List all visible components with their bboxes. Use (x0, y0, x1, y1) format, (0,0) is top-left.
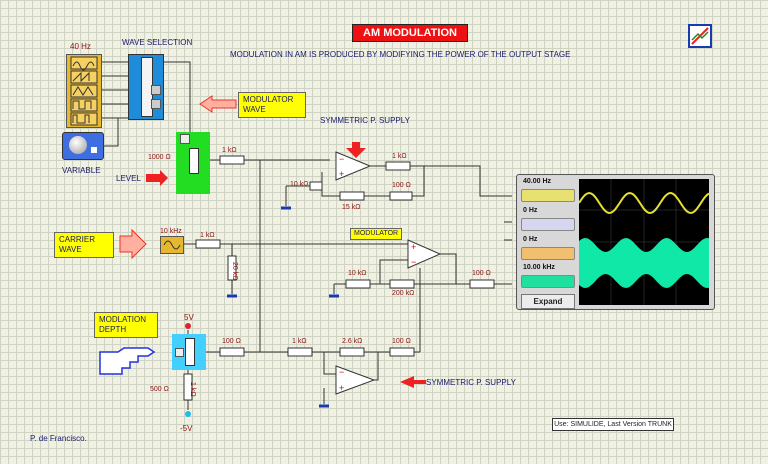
level-label: LEVEL (116, 174, 141, 183)
page-title: AM MODULATION (352, 24, 468, 42)
modulator-trace (578, 191, 710, 215)
modulation-depth-callout: MODLATION DEPTH (94, 312, 158, 338)
expand-button[interactable]: Expand (521, 294, 575, 309)
channel-3-label: 0 Hz (523, 236, 538, 243)
symmetric-supply-bottom-label: SYMMETRIC P. SUPPLY (426, 378, 516, 387)
channel-3-swatch[interactable] (521, 247, 575, 260)
carrier-freq-label: 10 kHz (160, 228, 182, 235)
freq-40hz-label: 40 Hz (70, 42, 91, 51)
oscilloscope-screen (578, 179, 710, 305)
r-amp2-fb-label: 2.6 kΩ (342, 338, 363, 345)
r-carrier-gnd-label: 20 kΩ (231, 262, 238, 281)
channel-2-label: 0 Hz (523, 207, 538, 214)
channel-1-swatch[interactable] (521, 189, 575, 202)
modulated-trace (579, 238, 709, 288)
depth-pot-value: 500 Ω (150, 386, 169, 393)
r-depth-out-label: 100 Ω (222, 338, 241, 345)
carrier-wave-callout: CARRIER WAVE (54, 232, 114, 258)
svg-text:+: + (339, 383, 344, 393)
svg-text:+: + (411, 242, 416, 252)
symmetric-supply-top-label: SYMMETRIC P. SUPPLY (320, 116, 410, 125)
r-mod-fb-label: 200 kΩ (392, 290, 415, 297)
svg-text:−: − (411, 257, 416, 267)
channel-4-label: 10.00 kHz (523, 264, 555, 271)
r-amp1-fb2-label: 100 Ω (392, 182, 411, 189)
carrier-source[interactable] (160, 236, 184, 254)
run-icon[interactable] (688, 24, 712, 48)
plus5v-label: 5V (184, 313, 194, 322)
channel-1-label: 40.00 Hz (523, 178, 552, 185)
r-amp1-out-label: 1 kΩ (392, 153, 407, 160)
modulator-wave-callout: MODULATOR WAVE (238, 92, 306, 118)
channel-2-swatch[interactable] (521, 218, 575, 231)
minus5v-label: -5V (180, 424, 193, 433)
depth-potentiometer[interactable] (172, 334, 206, 370)
svg-text:−: − (339, 367, 344, 377)
r-depth-low-label: 1 kΩ (189, 382, 196, 397)
r-amp2-in-label: 1 kΩ (292, 338, 307, 345)
r-mod-out-label: 100 Ω (472, 270, 491, 277)
r-carrier-label: 1 kΩ (200, 232, 215, 239)
oscilloscope[interactable]: 40.00 Hz 0 Hz 0 Hz 10.00 kHz Expand (516, 174, 715, 310)
author-label: P. de Francisco. (30, 434, 87, 443)
wave-selection-label: WAVE SELECTION (122, 38, 193, 47)
r-amp2-out-label: 100 Ω (392, 338, 411, 345)
r-amp1-fb-label: 15 kΩ (342, 204, 361, 211)
wave-generator-panel (66, 54, 102, 128)
r-amp1-gnd-label: 10 kΩ (290, 181, 309, 188)
credit-label: Use: SIMULIDE, Last Version TRUNK (552, 418, 674, 431)
waveform-icons (70, 56, 98, 126)
subtitle: MODULATION IN AM IS PRODUCED BY MODIFYIN… (230, 50, 571, 59)
r-mod-gnd-label: 10 kΩ (348, 270, 367, 277)
variable-label: VARIABLE (62, 166, 101, 175)
svg-text:−: − (339, 154, 344, 164)
wave-selector-switch[interactable] (128, 54, 164, 120)
svg-text:+: + (339, 169, 344, 179)
variable-knob[interactable] (62, 132, 104, 160)
level-pot-value: 1000 Ω (148, 154, 171, 161)
r-level-out-label: 1 kΩ (222, 147, 237, 154)
level-potentiometer[interactable] (176, 132, 210, 194)
oscilloscope-traces (578, 179, 710, 305)
channel-4-swatch[interactable] (521, 275, 575, 288)
modulator-label: MODULATOR (350, 228, 403, 240)
